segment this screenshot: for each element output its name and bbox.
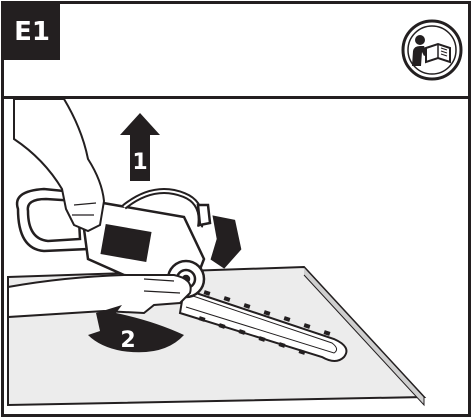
panel-header: E1 — [4, 4, 468, 99]
arrow-2-number: 2 — [120, 328, 135, 353]
arrow-1-number: 1 — [132, 150, 147, 175]
step-label: E1 — [4, 4, 60, 60]
illustration: 1 2 — [4, 99, 468, 414]
read-manual-icon — [400, 18, 464, 82]
arrow-up-icon: 1 — [120, 113, 160, 181]
